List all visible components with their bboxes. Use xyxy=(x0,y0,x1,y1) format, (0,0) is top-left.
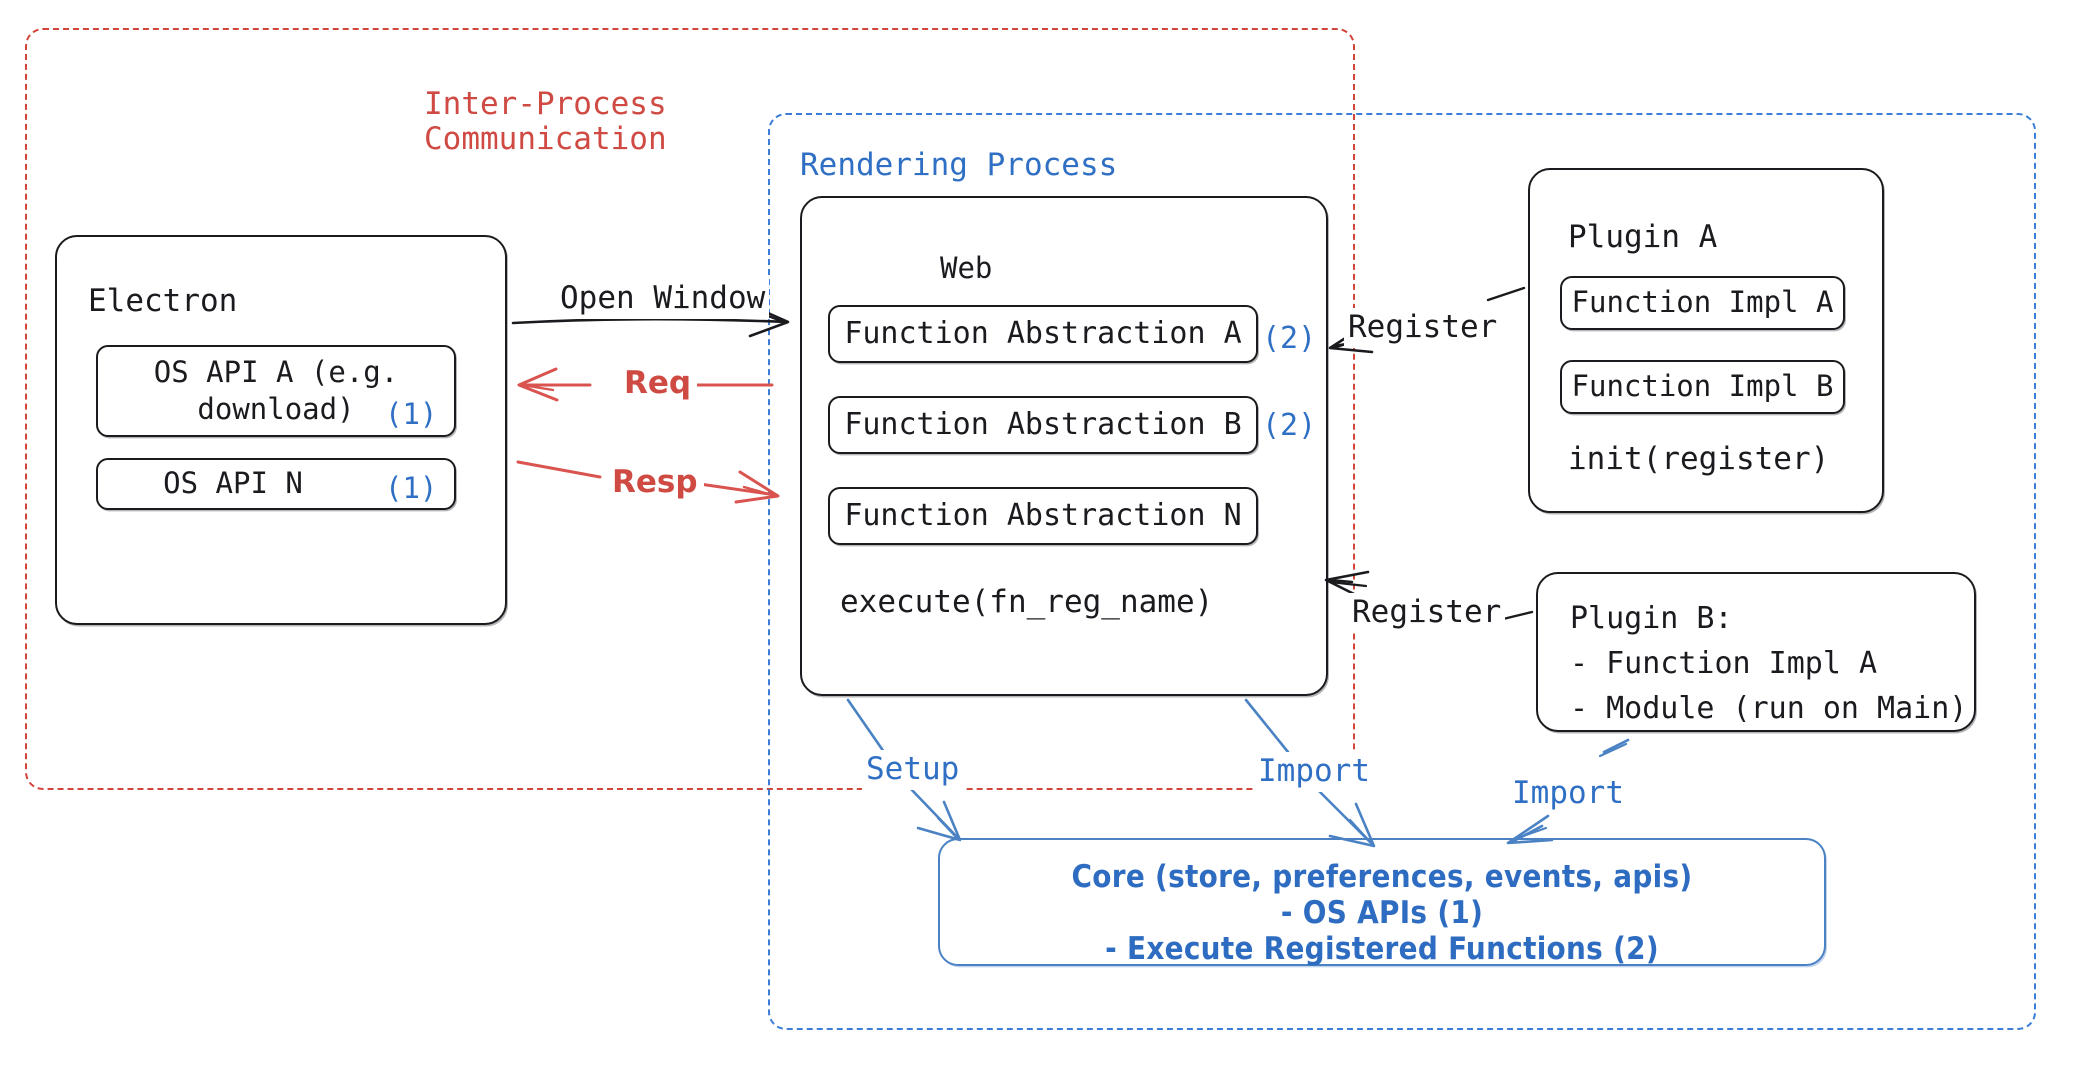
os-api-n-label: OS API N xyxy=(163,466,303,501)
core-line-3: - Execute Registered Functions (2) xyxy=(1105,931,1659,967)
setup-label: Setup xyxy=(862,750,964,790)
plugin-b-title: Plugin B: xyxy=(1570,601,1733,636)
plugin-a-function-impl-b-label: Function Impl B xyxy=(1571,369,1834,404)
core-box[interactable] xyxy=(938,838,1826,966)
ipc-label-line2: Communication xyxy=(424,121,667,157)
function-abstraction-a-tag: (2) xyxy=(1262,321,1317,356)
core-line-2: - OS APIs (1) xyxy=(1280,895,1484,931)
function-abstraction-n-label: Function Abstraction N xyxy=(844,497,1242,533)
web-title: Web xyxy=(940,251,993,285)
register-top-label: Register xyxy=(1344,308,1502,348)
import-right-label: Import xyxy=(1508,774,1628,814)
plugin-a-title: Plugin A xyxy=(1568,219,1718,255)
req-label: Req xyxy=(618,364,698,404)
function-abstraction-a-box[interactable]: Function Abstraction A xyxy=(828,305,1258,363)
rendering-process-boundary-container xyxy=(768,113,2036,1030)
os-api-a-box[interactable]: OS API A (e.g. download) xyxy=(96,345,456,437)
ipc-boundary-container xyxy=(25,28,1355,790)
plugin-a-box[interactable] xyxy=(1528,168,1884,513)
plugin-a-function-impl-a-label: Function Impl A xyxy=(1571,285,1834,320)
plugin-a-init-label: init(register) xyxy=(1568,441,1830,477)
plugin-a-function-impl-a-box[interactable]: Function Impl A xyxy=(1560,276,1845,330)
core-line-1: Core (store, preferences, events, apis) xyxy=(1071,859,1693,895)
resp-label: Resp xyxy=(606,463,704,503)
function-abstraction-a-label: Function Abstraction A xyxy=(844,315,1242,351)
plugin-b-box[interactable] xyxy=(1536,572,1976,732)
import-left-label: Import xyxy=(1254,752,1374,792)
function-abstraction-b-label: Function Abstraction B xyxy=(844,406,1242,442)
register-bottom-label: Register xyxy=(1348,593,1506,633)
plugin-b-item-2: - Module (run on Main) xyxy=(1570,691,1968,726)
os-api-a-label: OS API A (e.g. download) xyxy=(153,354,399,426)
ipc-label-line1: Inter-Process xyxy=(424,86,667,122)
function-abstraction-n-box[interactable]: Function Abstraction N xyxy=(828,487,1258,545)
electron-title: Electron xyxy=(88,283,238,319)
os-api-n-tag: (1) xyxy=(385,471,438,505)
os-api-a-tag: (1) xyxy=(385,397,438,431)
plugin-a-function-impl-b-box[interactable]: Function Impl B xyxy=(1560,360,1845,414)
rendering-process-label: Rendering Process xyxy=(800,147,1118,183)
plugin-b-item-1: - Function Impl A xyxy=(1570,646,1878,681)
function-abstraction-b-box[interactable]: Function Abstraction B xyxy=(828,396,1258,454)
function-abstraction-b-tag: (2) xyxy=(1262,408,1317,443)
open-window-label: Open Window xyxy=(556,279,770,319)
web-execute-label: execute(fn_reg_name) xyxy=(840,584,1214,620)
os-api-n-box[interactable]: OS API N xyxy=(96,458,456,510)
